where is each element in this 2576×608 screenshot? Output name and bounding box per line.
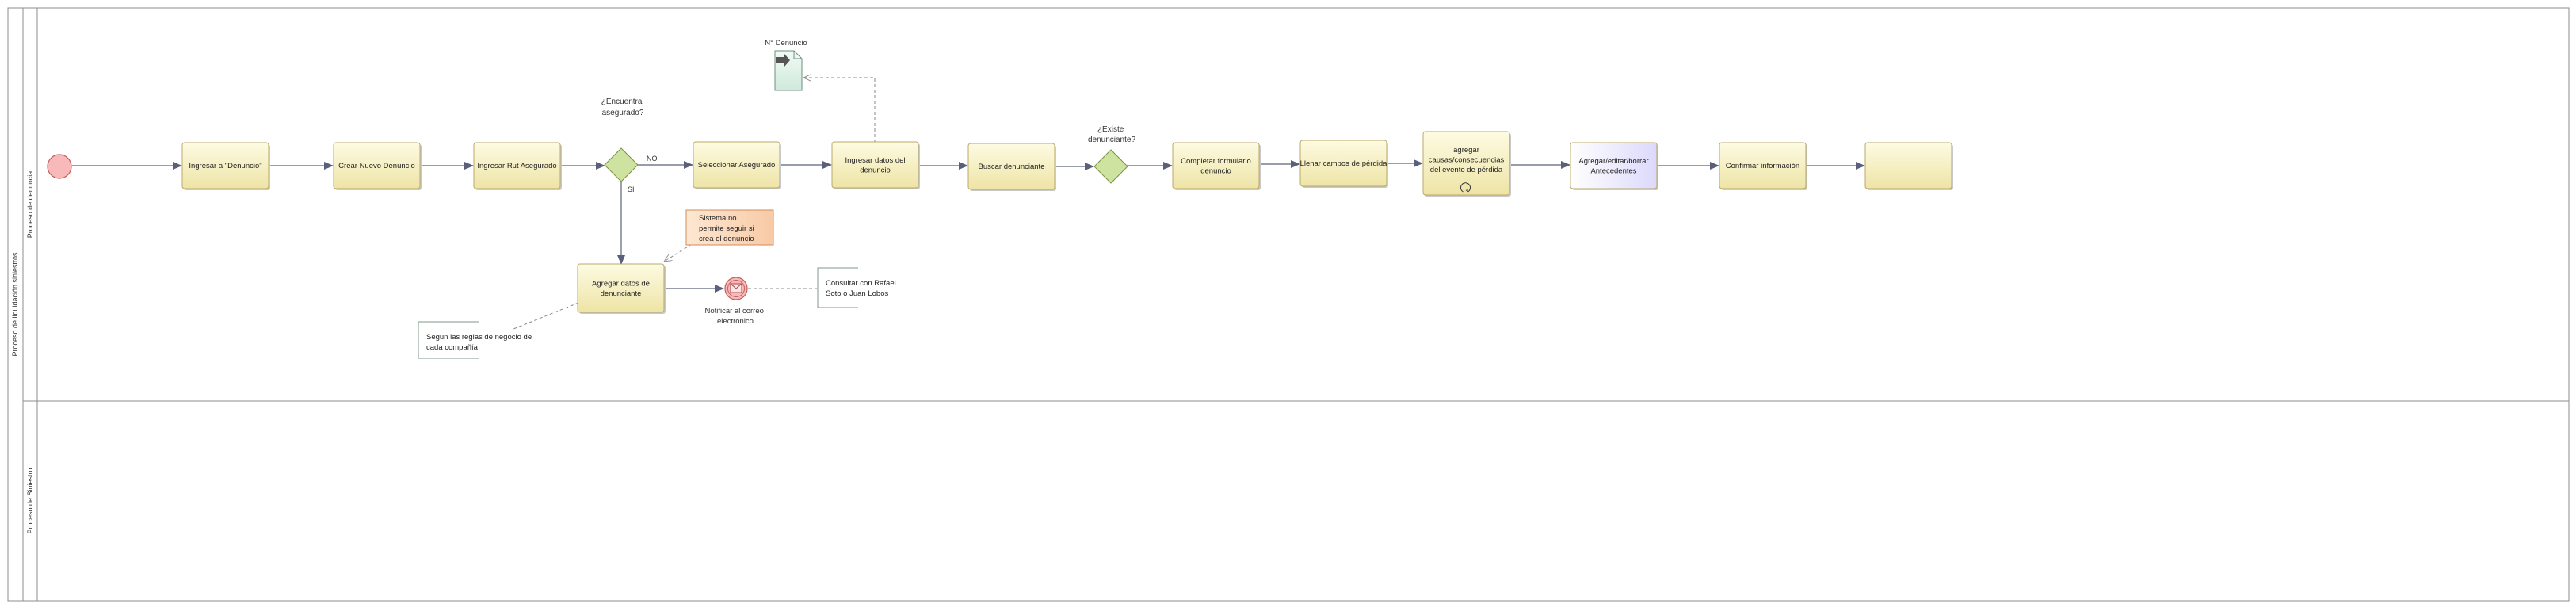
task-box[interactable] (473, 142, 561, 189)
gateway-no-label: NO (647, 155, 658, 163)
task-box[interactable] (1864, 142, 1952, 189)
data-object-n-denuncio[interactable]: N° Denuncio (765, 39, 807, 91)
note-box (685, 209, 774, 246)
task-box[interactable] (1719, 142, 1807, 189)
task-box[interactable] (1570, 142, 1658, 189)
task-t1[interactable]: Ingresar a "Denuncio" (181, 142, 270, 190)
message-event-label: Notificar al correo electrónico (704, 307, 765, 326)
loop-arrow-icon (1465, 189, 1468, 192)
task-t11[interactable]: Confirmar información (1719, 142, 1807, 190)
lane-label-siniestro: Proceso de Siniestro (26, 468, 34, 533)
task-label: Confirmar información (1726, 162, 1799, 170)
task-t4[interactable]: Seleccionar Asegurado (693, 141, 781, 189)
task-t2[interactable]: Crear Nuevo Denuncio (333, 142, 422, 190)
start-event[interactable] (47, 154, 72, 179)
task-label: Seleccionar Asegurado (698, 161, 776, 170)
task-box[interactable] (577, 263, 665, 313)
pool: Proceso de liquidación siniestros Proces… (7, 7, 2570, 602)
loop-icon (1460, 182, 1471, 193)
task-t8[interactable]: Llenar campos de pérdida (1299, 140, 1388, 188)
gateway-question: ¿Encuentra asegurado? (601, 98, 644, 117)
note-text: Sistema no permite seguir si crea el den… (699, 214, 756, 243)
task-box[interactable] (693, 141, 780, 189)
task-box[interactable] (1422, 131, 1510, 196)
message-event-notificar[interactable]: Notificar al correo electrónico (704, 277, 765, 326)
associations (513, 78, 876, 330)
note-sistema-no-permite[interactable]: Sistema no permite seguir si crea el den… (685, 209, 774, 246)
pool-border (7, 7, 2570, 602)
gateway-diamond[interactable] (604, 147, 639, 182)
gateway-existe-denunciante[interactable]: ¿Existe denunciante? (1088, 125, 1135, 184)
task-label: Crear Nuevo Denuncio (338, 162, 415, 170)
assoc-t13-note3 (513, 302, 579, 330)
task-label: Ingresar Rut Asegurado (477, 162, 556, 170)
gateway-si-label: SI (628, 185, 635, 193)
document-fold (793, 51, 802, 59)
data-object-label: N° Denuncio (765, 39, 807, 48)
gateway-diamond[interactable] (1093, 149, 1128, 184)
task-box[interactable] (1299, 140, 1387, 187)
annotation-consultar[interactable]: Consultar con Rafael Soto o Juan Lobos (817, 267, 898, 308)
task-t12[interactable] (1864, 142, 1953, 190)
task-t6[interactable]: Buscar denunciante (967, 143, 1056, 191)
annotation-bracket (817, 267, 858, 308)
annotation-reglas-negocio[interactable]: Segun las reglas de negocio de cada comp… (418, 321, 534, 359)
task-box[interactable] (333, 142, 421, 189)
annotation-bracket (418, 321, 479, 359)
assoc-note1-t13 (664, 243, 693, 262)
annotation-text: Segun las reglas de negocio de cada comp… (426, 333, 534, 352)
sequence-flows (72, 159, 1865, 293)
task-box[interactable] (831, 141, 919, 189)
gateway-encuentra-asegurado[interactable]: ¿Encuentra asegurado? NO SI (601, 98, 658, 193)
task-box[interactable] (1172, 142, 1260, 189)
task-box[interactable] (181, 142, 269, 189)
assoc-t5-dataobject (803, 78, 876, 143)
gateway-question: ¿Existe denunciante? (1088, 125, 1135, 144)
task-label: Buscar denunciante (979, 163, 1045, 171)
pool-label: Proceso de liquidación siniestros (11, 252, 19, 357)
tasks: Ingresar a "Denuncio" Crear Nuevo Denunci… (181, 131, 1953, 314)
task-label: Ingresar a "Denuncio" (189, 162, 261, 170)
message-event-inner (727, 280, 745, 297)
arrow-icon (776, 54, 790, 67)
task-t3[interactable]: Ingresar Rut Asegurado (473, 142, 562, 190)
annotation-text: Consultar con Rafael Soto o Juan Lobos (826, 279, 898, 298)
document-icon (774, 50, 803, 91)
lane-label-denuncia: Proceso de denuncia (26, 171, 34, 239)
task-box[interactable] (967, 143, 1055, 190)
task-label: Llenar campos de pérdida (1300, 159, 1388, 168)
envelope-flap (730, 283, 742, 289)
